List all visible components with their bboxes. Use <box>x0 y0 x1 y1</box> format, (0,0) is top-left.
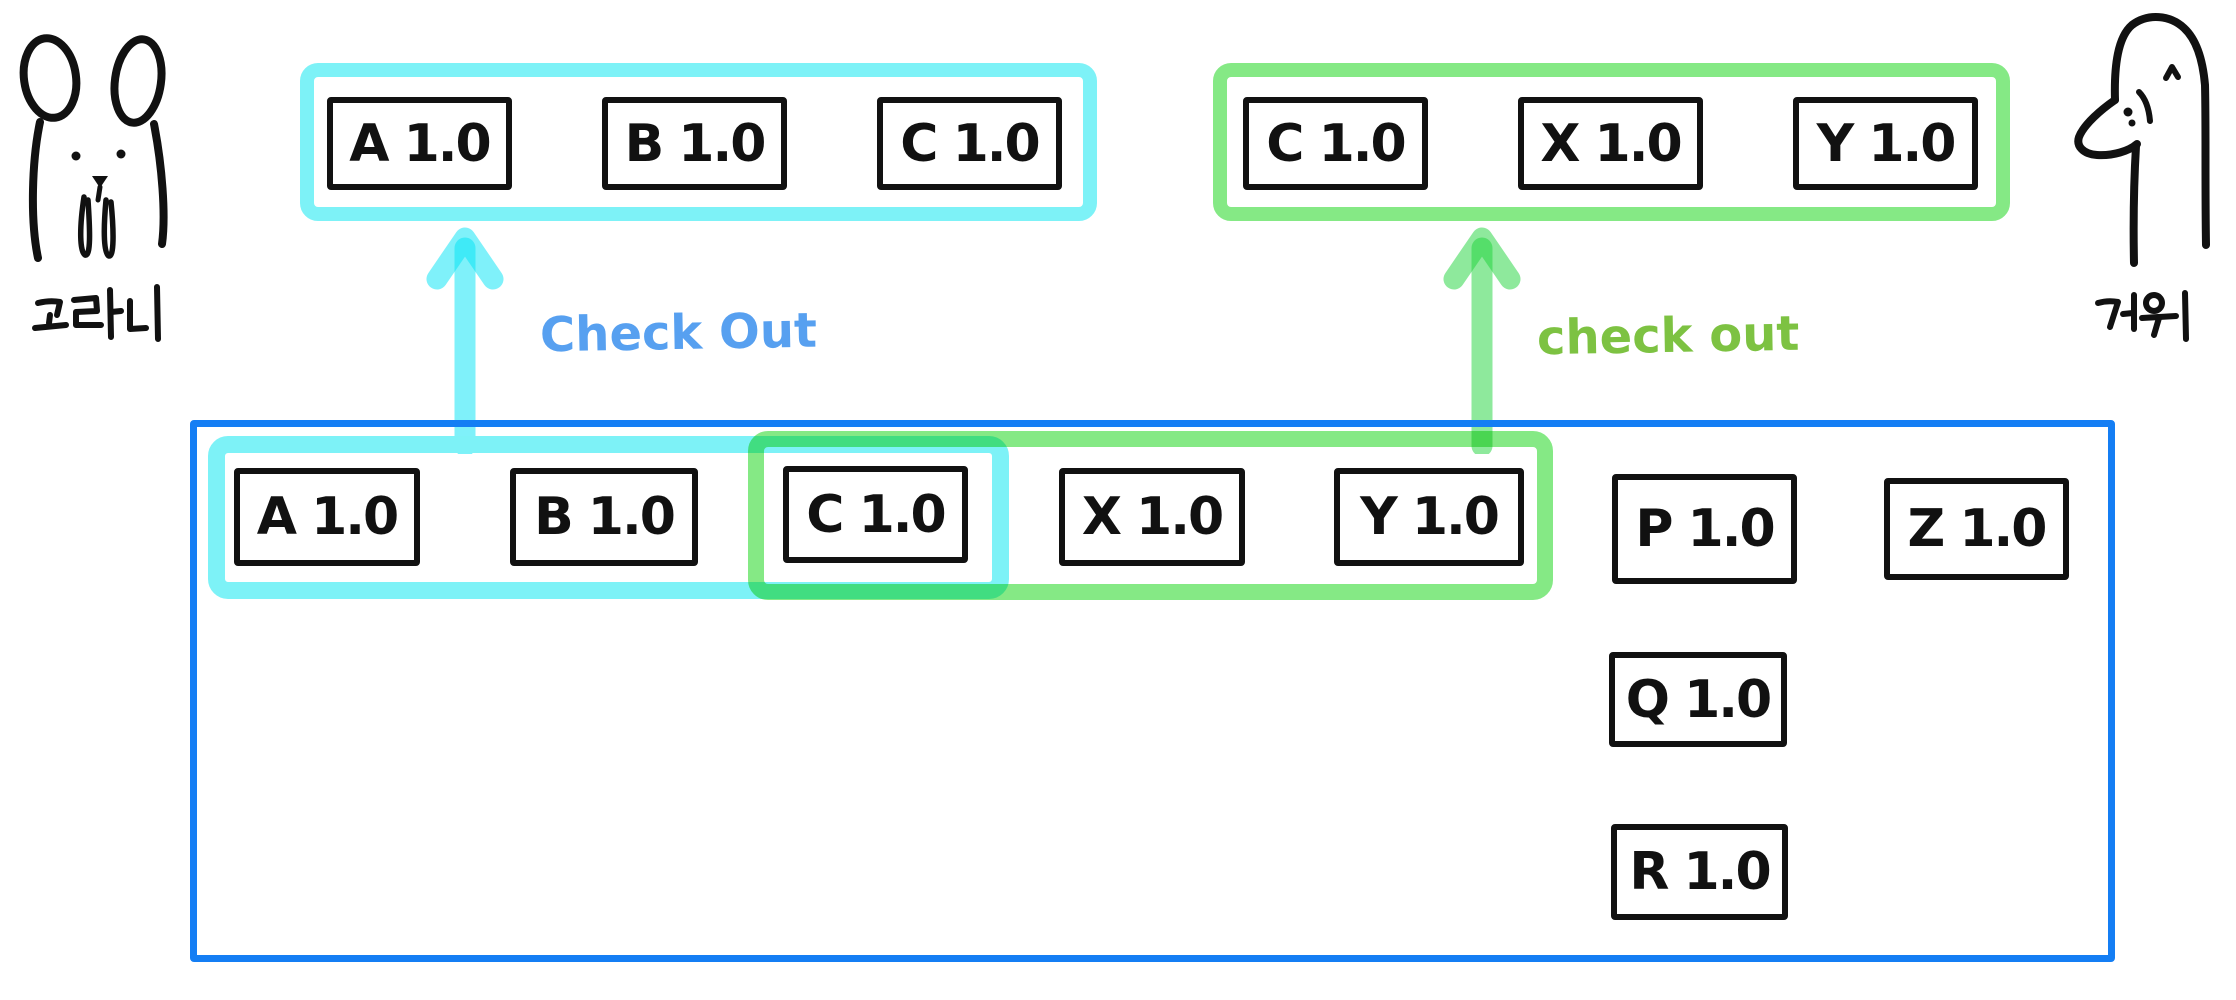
repository-box <box>190 420 2115 962</box>
checkout-arrow-right-icon <box>1443 227 1521 454</box>
green-selection-highlight <box>748 431 1553 600</box>
package-box: B 1.0 <box>510 468 698 566</box>
package-box: Q 1.0 <box>1609 652 1787 747</box>
package-box: C 1.0 <box>877 97 1062 190</box>
checkout-arrow-left-icon <box>426 227 504 454</box>
goose-doodle <box>2074 13 2210 267</box>
checkout-label-right: check out <box>1536 305 1800 367</box>
package-box: P 1.0 <box>1612 474 1797 584</box>
package-box: Y 1.0 <box>1793 97 1978 190</box>
package-box: X 1.0 <box>1518 97 1703 190</box>
workspace-right-group <box>1213 63 2010 221</box>
package-box: R 1.0 <box>1611 824 1788 920</box>
package-box: B 1.0 <box>602 97 787 190</box>
package-box: Y 1.0 <box>1334 468 1524 566</box>
package-box: C 1.0 <box>783 466 968 563</box>
checkout-label-left: Check Out <box>539 302 818 364</box>
left-actor-name-label <box>32 284 161 342</box>
package-box: A 1.0 <box>234 468 420 566</box>
package-box: Z 1.0 <box>1884 478 2069 580</box>
workspace-left-group <box>300 63 1097 221</box>
right-actor-name-label <box>2095 290 2189 342</box>
package-box: C 1.0 <box>1243 97 1428 190</box>
package-box: X 1.0 <box>1059 468 1245 566</box>
water-deer-doodle <box>19 34 168 262</box>
package-box: A 1.0 <box>327 97 512 190</box>
